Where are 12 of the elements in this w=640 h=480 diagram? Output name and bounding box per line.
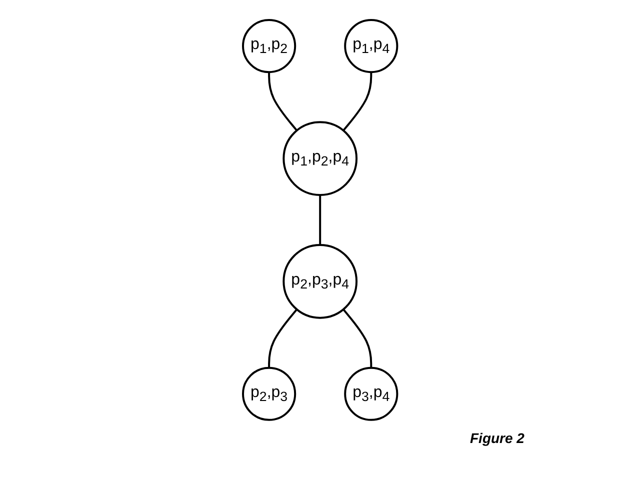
figure-caption: Figure 2 [470,430,524,446]
node-circle: p$_{1}$,p$_{2}$,p$_{4}$ [282,121,358,196]
connector [342,72,372,132]
connector [319,195,321,245]
node-circle: p$_{3}$,p$_{4}$ [344,366,398,421]
node-circle: p$_{2}$,p$_{3}$ [242,366,296,421]
node-circle: p$_{2}$,p$_{3}$,p$_{4}$ [282,244,358,319]
node-circle: p$_{1}$,p$_{2}$ [242,19,296,74]
node-circle: p$_{1}$,p$_{4}$ [344,19,398,74]
connector [342,308,372,368]
connector [268,308,298,368]
connector [268,72,298,132]
